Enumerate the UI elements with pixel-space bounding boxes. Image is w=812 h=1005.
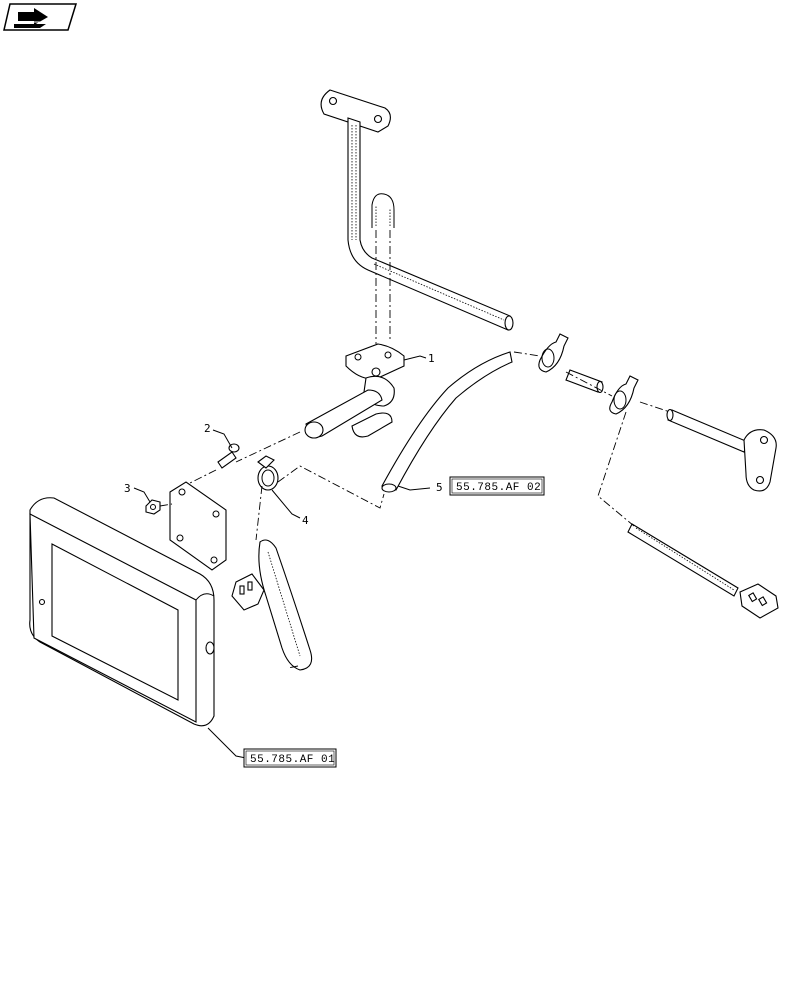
callout-4: 4 bbox=[302, 514, 309, 527]
reference-link-af01[interactable]: 55.785.AF 01 bbox=[243, 748, 337, 768]
callout-1: 1 bbox=[428, 352, 435, 365]
callout-leaders bbox=[133, 355, 431, 759]
nut bbox=[145, 499, 161, 515]
cable-tube bbox=[381, 351, 513, 493]
mounting-arm-bracket bbox=[320, 89, 514, 331]
display-screen bbox=[51, 543, 179, 701]
harness-cable bbox=[627, 523, 779, 619]
display-cable bbox=[231, 539, 313, 671]
assembly-lines bbox=[159, 230, 671, 669]
callout-2: 2 bbox=[204, 422, 211, 435]
hose-clamp bbox=[257, 455, 279, 491]
side-button-icon bbox=[205, 641, 215, 655]
reference-link-af02[interactable]: 55.785.AF 02 bbox=[449, 476, 545, 496]
display-unit bbox=[29, 497, 215, 727]
forward-nav-button[interactable] bbox=[3, 3, 78, 31]
callout-3: 3 bbox=[124, 482, 131, 495]
status-led-icon bbox=[38, 598, 46, 606]
reference-label-af01: 55.785.AF 01 bbox=[250, 754, 335, 766]
callout-5: 5 bbox=[436, 481, 443, 494]
ram-mount-base bbox=[345, 343, 405, 407]
ram-mount-arm bbox=[304, 389, 393, 439]
mounting-plate bbox=[169, 481, 227, 571]
bolt bbox=[217, 443, 240, 469]
reference-label-af02: 55.785.AF 02 bbox=[456, 482, 541, 494]
clamp-tube-assembly bbox=[538, 333, 777, 492]
forward-arrow-icon bbox=[14, 8, 48, 28]
